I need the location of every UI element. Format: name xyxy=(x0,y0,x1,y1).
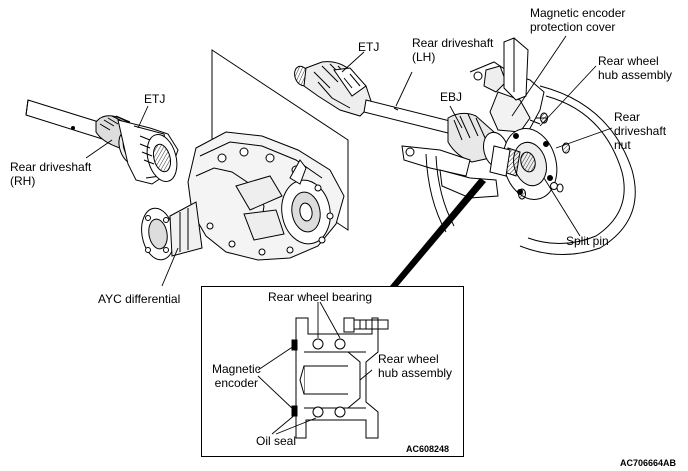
inset-pointer xyxy=(390,178,486,286)
label-ayc-differential: AYC differential xyxy=(98,292,181,306)
label-split-pin: Split pin xyxy=(566,234,609,248)
rear-wheel-hub xyxy=(489,112,570,200)
label-rear-driveshaft-nut: Rear driveshaft nut xyxy=(614,110,667,152)
label-rear-wheel-hub-assembly: Rear wheel hub assembly xyxy=(598,54,673,82)
label-inset-rear-wheel-hub-assembly: Rear wheel hub assembly xyxy=(378,352,453,380)
inset-frame xyxy=(201,286,464,457)
label-rear-driveshaft-rh: Rear driveshaft (RH) xyxy=(10,160,92,188)
label-rear-driveshaft-lh: Rear driveshaft (LH) xyxy=(412,36,494,64)
figure-code: AC706664AB xyxy=(620,458,677,468)
leader-lines xyxy=(85,35,613,287)
label-etj-rh: ETJ xyxy=(144,92,166,106)
inset-bearing-drawing xyxy=(291,317,389,439)
inset-code: AC608248 xyxy=(406,444,450,454)
label-magnetic-encoder-cover: Magnetic encoder protection cover xyxy=(530,6,626,34)
label-etj-lh: ETJ xyxy=(358,40,380,54)
magnetic-encoder-cover xyxy=(503,37,529,101)
label-ebj: EBJ xyxy=(440,90,463,104)
inset-leader-lines xyxy=(257,301,373,435)
label-rear-wheel-bearing: Rear wheel bearing xyxy=(268,290,373,304)
etj-rh-joint xyxy=(95,115,179,185)
label-oil-seal: Oil seal xyxy=(256,434,297,448)
ayc-differential xyxy=(141,131,345,261)
label-magnetic-encoder: Magnetic encoder xyxy=(212,362,261,390)
